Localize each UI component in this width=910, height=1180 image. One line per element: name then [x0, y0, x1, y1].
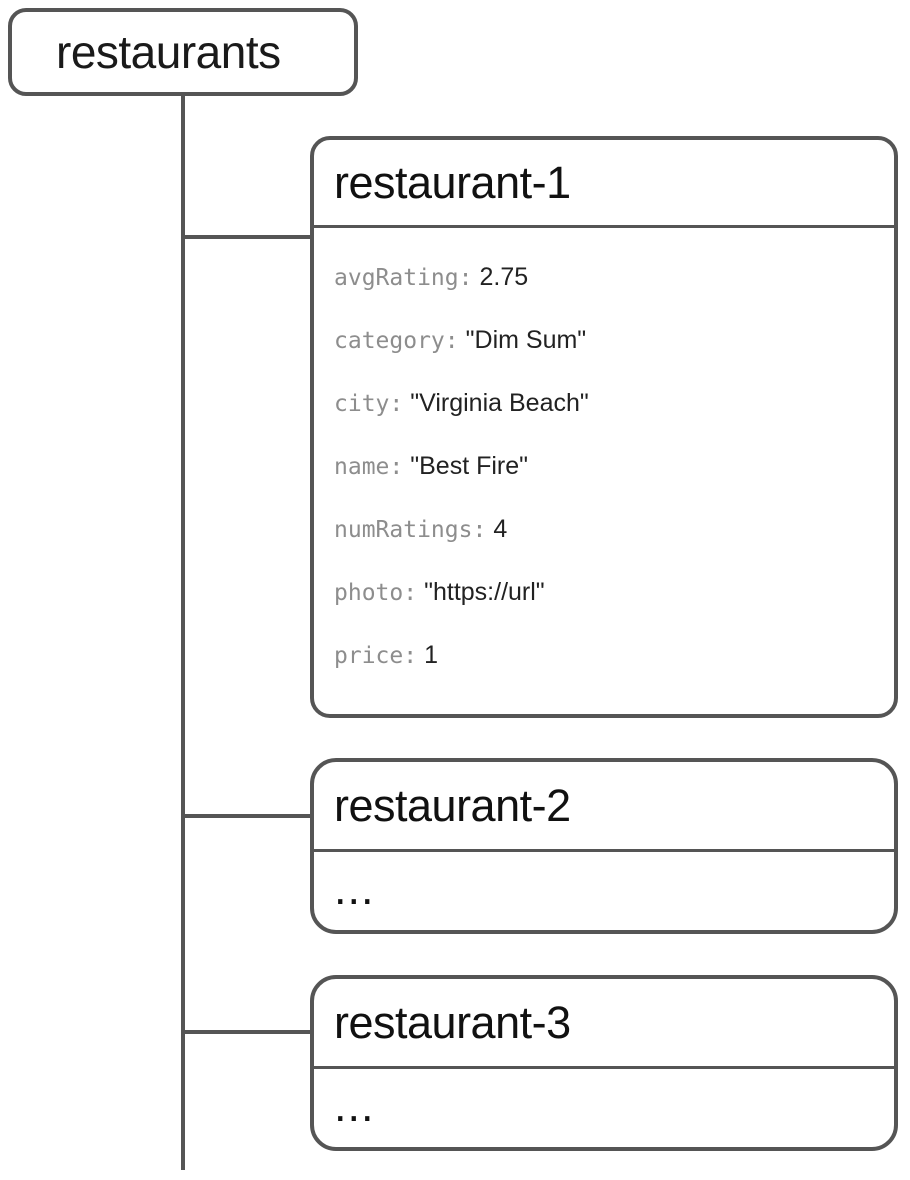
field-colon: : [389, 391, 404, 417]
field-colon: : [403, 643, 418, 669]
field-key: avgRating [334, 265, 459, 291]
field-value: "Best Fire" [410, 452, 529, 480]
field-value: "Virginia Beach" [410, 389, 589, 417]
document-card-header: restaurant-2 [314, 762, 894, 852]
field-row: avgRating:2.75 [334, 246, 874, 309]
document-card-restaurant-3[interactable]: restaurant-3 ... [310, 975, 898, 1151]
collapsed-fields-ellipsis: ... [334, 862, 375, 914]
field-key: photo [334, 580, 404, 606]
document-id-label: restaurant-3 [334, 997, 571, 1048]
document-card-restaurant-2[interactable]: restaurant-2 ... [310, 758, 898, 934]
field-colon: : [458, 265, 473, 291]
field-value: "Dim Sum" [465, 326, 587, 354]
field-colon: : [444, 328, 459, 354]
field-colon: : [403, 580, 418, 606]
document-card-restaurant-1[interactable]: restaurant-1 avgRating:2.75 category:"Di… [310, 136, 898, 718]
field-key: price [334, 643, 404, 669]
field-value: 2.75 [479, 263, 529, 291]
document-card-header: restaurant-1 [314, 140, 894, 228]
field-key: category [334, 328, 445, 354]
collection-node-restaurants[interactable]: restaurants [8, 8, 358, 96]
document-card-fields: avgRating:2.75 category:"Dim Sum" city:"… [314, 228, 894, 714]
field-key: name [334, 454, 390, 480]
field-value: "https://url" [424, 578, 545, 606]
field-colon: : [472, 517, 487, 543]
field-row: city:"Virginia Beach" [334, 372, 874, 435]
field-key: numRatings [334, 517, 473, 543]
field-row: photo:"https://url" [334, 561, 874, 624]
document-card-fields: ... [314, 852, 894, 930]
field-key: city [334, 391, 390, 417]
collapsed-fields-ellipsis: ... [334, 1079, 375, 1131]
field-row: category:"Dim Sum" [334, 309, 874, 372]
document-card-fields: ... [314, 1069, 894, 1147]
document-card-header: restaurant-3 [314, 979, 894, 1069]
document-id-label: restaurant-2 [334, 780, 571, 831]
field-row: price:1 [334, 624, 874, 687]
field-colon: : [389, 454, 404, 480]
field-value: 1 [424, 641, 439, 669]
document-id-label: restaurant-1 [334, 157, 571, 208]
field-row: numRatings:4 [334, 498, 874, 561]
field-row: name:"Best Fire" [334, 435, 874, 498]
field-value: 4 [493, 515, 508, 543]
collection-node-label: restaurants [56, 26, 281, 78]
